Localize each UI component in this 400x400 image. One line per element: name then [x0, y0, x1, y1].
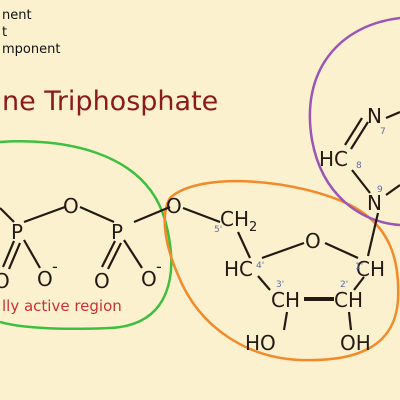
base-n7: N	[367, 104, 382, 128]
sugar-c2: CH	[334, 288, 363, 312]
base-c8: HC	[319, 147, 348, 171]
sugar-c1: CH	[356, 257, 385, 281]
sugar-region-outline	[163, 179, 400, 362]
phosphate-p-right: P	[111, 220, 123, 244]
active-region-label: lly active region	[2, 297, 122, 315]
position-8: 8	[356, 161, 362, 171]
hydroxyl-3: HO	[245, 331, 276, 355]
phosphate-bridge-oxygen: O	[63, 194, 79, 218]
charged-oxygen-left: O	[37, 267, 53, 291]
legend-line-2: t	[2, 25, 7, 40]
phosphate-p-left: P	[11, 220, 23, 244]
position-2: 2'	[340, 280, 348, 290]
position-7: 7	[380, 127, 386, 137]
base-region-outline	[308, 16, 400, 227]
double-bond-oxygen-left: O	[0, 269, 10, 293]
charge-right: -	[156, 257, 162, 276]
base-n9: N	[367, 191, 382, 215]
position-3: 3'	[276, 280, 284, 290]
double-bond-oxygen-right: O	[94, 269, 110, 293]
charge-left: -	[52, 257, 58, 276]
charged-oxygen-right: O	[141, 267, 157, 291]
phosphate-bonds	[0, 205, 171, 270]
diagram-title: ne Triphosphate	[2, 86, 218, 117]
position-1: 1'	[355, 262, 363, 272]
sugar-c3: CH	[271, 288, 300, 312]
hydroxyl-2: OH	[340, 331, 371, 355]
position-5: 5'	[214, 225, 222, 235]
ring-oxygen: O	[305, 229, 321, 253]
position-4: 4'	[256, 261, 264, 271]
legend-line-1: nent	[2, 8, 32, 23]
base-bonds	[344, 110, 400, 196]
legend-line-3: mponent	[2, 42, 60, 57]
ester-oxygen: O	[166, 194, 182, 218]
phosphate-region-outline	[0, 140, 173, 330]
ch2-group: CH2	[220, 207, 257, 235]
sugar-c4: HC	[224, 257, 253, 281]
sugar-bonds	[182, 206, 380, 331]
position-9: 9	[377, 185, 383, 195]
